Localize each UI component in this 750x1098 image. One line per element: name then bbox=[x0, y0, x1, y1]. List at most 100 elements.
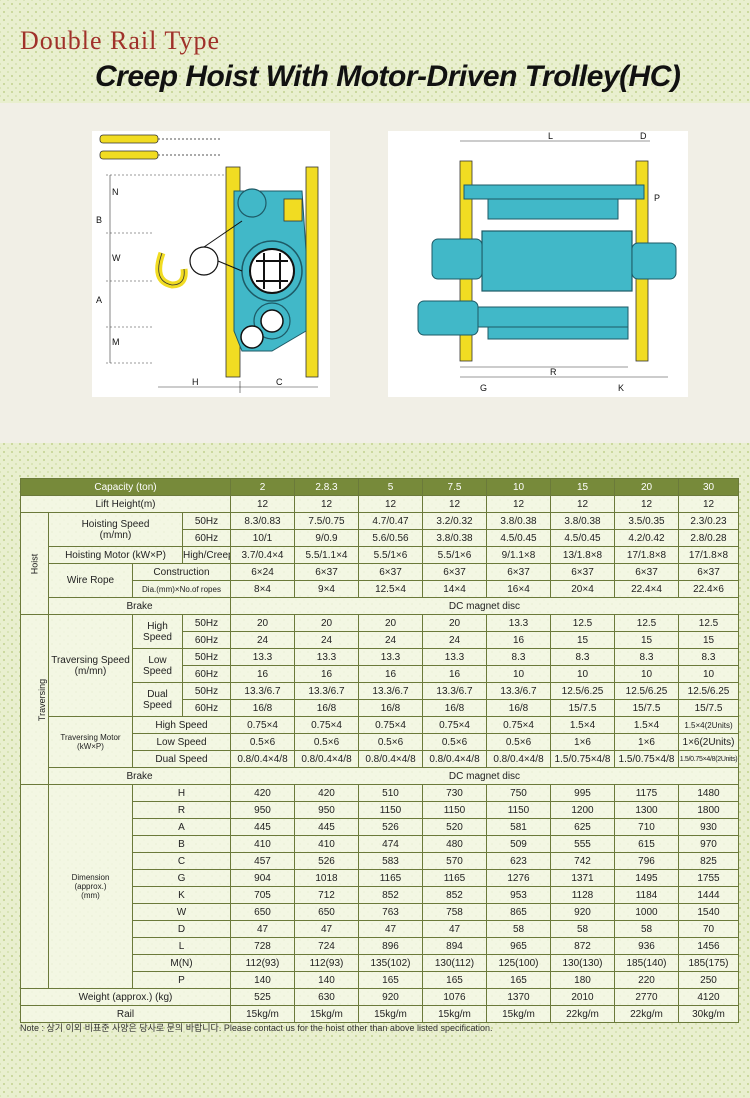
value-cell: 570 bbox=[422, 852, 487, 870]
value-cell: 1150 bbox=[358, 801, 423, 819]
value-cell: 520 bbox=[422, 818, 487, 836]
dimension-key: K bbox=[132, 886, 231, 904]
value-cell: 5.5/1.1×4 bbox=[294, 546, 359, 564]
value-cell: 180 bbox=[550, 971, 615, 989]
value-cell: 1300 bbox=[614, 801, 679, 819]
value-cell: 8.3 bbox=[678, 648, 739, 666]
value-cell: 5.5/1×6 bbox=[358, 546, 423, 564]
value-cell: 12 bbox=[614, 495, 679, 513]
value-cell: 13/1.8×8 bbox=[550, 546, 615, 564]
value-cell: 47 bbox=[230, 920, 295, 938]
dimension-key: G bbox=[132, 869, 231, 887]
svg-text:A: A bbox=[96, 295, 102, 305]
value-cell: 16/8 bbox=[230, 699, 295, 717]
value-cell: 12 bbox=[230, 495, 295, 513]
value-cell: 965 bbox=[486, 937, 551, 955]
svg-text:R: R bbox=[550, 367, 557, 377]
value-cell: 16 bbox=[358, 665, 423, 683]
value-cell: 0.75×4 bbox=[230, 716, 295, 734]
value-cell: 12.5/6.25 bbox=[614, 682, 679, 700]
value-cell: 12 bbox=[550, 495, 615, 513]
value-cell: 70 bbox=[678, 920, 739, 938]
value-cell: 0.75×4 bbox=[294, 716, 359, 734]
value-cell: 1444 bbox=[678, 886, 739, 904]
dimension-key: C bbox=[132, 852, 231, 870]
value-cell: 3.8/0.38 bbox=[550, 512, 615, 530]
value-cell: 0.8/0.4×4/8 bbox=[486, 750, 551, 768]
value-cell: 165 bbox=[358, 971, 423, 989]
value-cell: 896 bbox=[358, 937, 423, 955]
value-cell: 615 bbox=[614, 835, 679, 853]
value-cell: 1.5×4(2Units) bbox=[678, 716, 739, 734]
value-cell: 1000 bbox=[614, 903, 679, 921]
value-cell: 480 bbox=[422, 835, 487, 853]
value-cell: 16 bbox=[294, 665, 359, 683]
value-cell: 9/0.9 bbox=[294, 529, 359, 547]
value-cell: 555 bbox=[550, 835, 615, 853]
value-cell: 852 bbox=[358, 886, 423, 904]
row-label: Traversing Motor(kW×P) bbox=[48, 716, 133, 768]
value-cell: 24 bbox=[358, 631, 423, 649]
svg-text:P: P bbox=[654, 193, 660, 203]
capacity-cell: 10 bbox=[486, 478, 551, 496]
value-cell: 1480 bbox=[678, 784, 739, 802]
value-cell: 712 bbox=[294, 886, 359, 904]
value-cell: 930 bbox=[678, 818, 739, 836]
value-cell: 526 bbox=[294, 852, 359, 870]
svg-text:W: W bbox=[112, 253, 121, 263]
row-label: Brake bbox=[48, 597, 231, 615]
side-view-drawing: N B W A M H C bbox=[92, 131, 330, 397]
capacity-cell: 5 bbox=[358, 478, 423, 496]
value-cell: 17/1.8×8 bbox=[614, 546, 679, 564]
value-cell: 15kg/m bbox=[294, 1005, 359, 1023]
value-cell: 16/8 bbox=[294, 699, 359, 717]
capacity-cell: 15 bbox=[550, 478, 615, 496]
value-cell: 165 bbox=[486, 971, 551, 989]
value-cell: 30kg/m bbox=[678, 1005, 739, 1023]
value-cell: 1×6(2Units) bbox=[678, 733, 739, 751]
footnote: Note : 상기 이외 비표준 사양은 당사로 문의 바랍니다. Please… bbox=[20, 1023, 493, 1033]
value-cell: 995 bbox=[550, 784, 615, 802]
value-cell: 185(175) bbox=[678, 954, 739, 972]
value-cell: 58 bbox=[614, 920, 679, 938]
value-cell: 625 bbox=[550, 818, 615, 836]
value-cell: 1800 bbox=[678, 801, 739, 819]
capacity-cell: 30 bbox=[678, 478, 739, 496]
value-cell: 20 bbox=[294, 614, 359, 632]
row-label: Rail bbox=[20, 1005, 231, 1023]
value-cell: 0.75×4 bbox=[422, 716, 487, 734]
value-cell: 758 bbox=[422, 903, 487, 921]
value-cell: 742 bbox=[550, 852, 615, 870]
value-cell: 650 bbox=[294, 903, 359, 921]
value-cell: 12.5 bbox=[678, 614, 739, 632]
value-cell: 10/1 bbox=[230, 529, 295, 547]
value-cell: 9/1.1×8 bbox=[486, 546, 551, 564]
value-cell: 12 bbox=[358, 495, 423, 513]
svg-text:B: B bbox=[96, 215, 102, 225]
group-label-dimension: Dimension(approx.)(mm) bbox=[48, 784, 133, 989]
value-cell: 20×4 bbox=[550, 580, 615, 598]
value-cell: 22.4×4 bbox=[614, 580, 679, 598]
value-cell: 1495 bbox=[614, 869, 679, 887]
value-cell: 2.3/0.23 bbox=[678, 512, 739, 530]
value-cell: 1018 bbox=[294, 869, 359, 887]
value-cell: 3.2/0.32 bbox=[422, 512, 487, 530]
svg-text:G: G bbox=[480, 383, 487, 393]
sub-label: Dia.(mm)×No.of ropes bbox=[132, 580, 231, 598]
value-cell: 12.5/6.25 bbox=[550, 682, 615, 700]
value-cell: 852 bbox=[422, 886, 487, 904]
value-cell: 47 bbox=[422, 920, 487, 938]
value-cell: 950 bbox=[230, 801, 295, 819]
value-cell: 58 bbox=[550, 920, 615, 938]
value-cell: 420 bbox=[230, 784, 295, 802]
value-cell: 936 bbox=[614, 937, 679, 955]
capacity-cell: 20 bbox=[614, 478, 679, 496]
value-cell: 13.3 bbox=[486, 614, 551, 632]
